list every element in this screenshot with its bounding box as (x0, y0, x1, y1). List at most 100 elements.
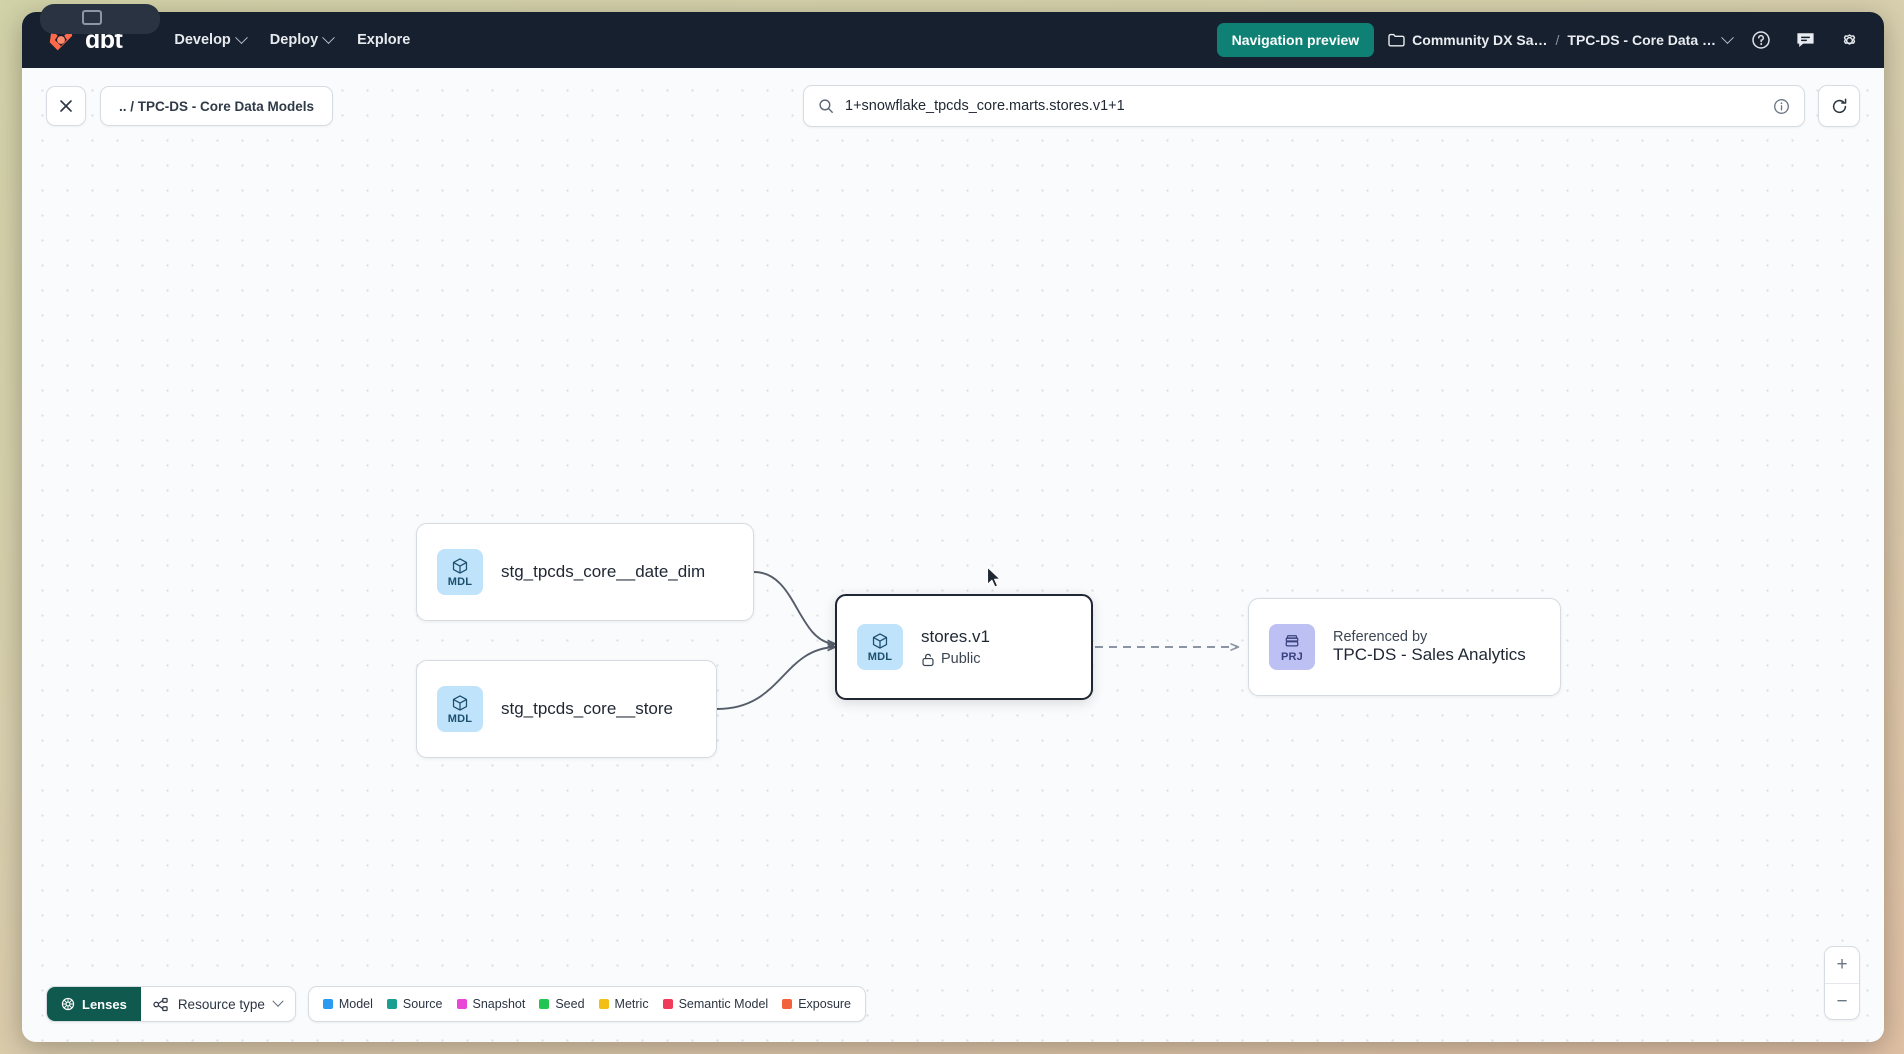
edge-store-to-stores (716, 647, 835, 710)
graph-node-stg-tpcds-core-date-dim[interactable]: MDL stg_tpcds_core__date_dim (416, 523, 754, 621)
window-tab-nub[interactable] (40, 4, 160, 34)
unlock-icon (922, 653, 934, 666)
lineage-bottom-toolbar: Lenses Resource type Model (46, 986, 867, 1022)
node-access: Public (921, 651, 990, 667)
nav-item-explore-label: Explore (357, 32, 411, 48)
folder-icon (1388, 33, 1405, 47)
node-eyebrow: Referenced by (1333, 629, 1428, 645)
node-badge-label: MDL (867, 650, 893, 663)
lineage-search-box[interactable] (803, 85, 1805, 127)
search-cluster (803, 85, 1860, 127)
node-badge-label: PRJ (1281, 650, 1303, 663)
lenses-button[interactable]: Lenses (47, 987, 141, 1021)
resource-type-legend: Model Source Snapshot Seed Metric (307, 986, 867, 1022)
lineage-edges (716, 571, 1884, 710)
nav-item-develop[interactable]: Develop (162, 25, 257, 55)
cube-icon (452, 694, 468, 711)
window-tab-icon (82, 10, 102, 25)
help-circle-icon[interactable] (1746, 25, 1776, 55)
breadcrumb-project[interactable]: TPC-DS - Core Data … (1567, 30, 1734, 48)
navigation-preview-button[interactable]: Navigation preview (1216, 23, 1375, 57)
legend-label: Source (402, 997, 443, 1011)
graph-node-stg-tpcds-core-store[interactable]: MDL stg_tpcds_core__store (416, 660, 717, 758)
node-badge-project: PRJ (1269, 624, 1315, 670)
graph-node-tpcds-sales-analytics[interactable]: PRJ Referenced by TPC-DS - Sales Analyti… (1248, 598, 1561, 696)
node-badge-label: MDL (447, 575, 473, 588)
legend-swatch-model (322, 999, 333, 1009)
zoom-out-button[interactable]: − (1825, 983, 1859, 1019)
cube-icon (872, 632, 888, 649)
node-badge-model: MDL (437, 549, 483, 595)
breadcrumb: Community DX Sa… / TPC-DS - Core Data … (1388, 30, 1734, 48)
legend-label: Semantic Model (678, 997, 769, 1011)
legend-swatch-seed (539, 999, 550, 1009)
refresh-icon (1832, 98, 1846, 113)
mouse-cursor (986, 566, 1001, 588)
nav-item-deploy[interactable]: Deploy (258, 25, 345, 55)
close-graph-button[interactable] (46, 86, 86, 126)
project-stack-icon (1285, 634, 1299, 646)
refresh-graph-button[interactable] (1818, 85, 1860, 127)
search-input[interactable] (845, 98, 1773, 114)
node-body: stg_tpcds_core__date_dim (501, 562, 705, 582)
node-title: stg_tpcds_core__store (501, 699, 673, 718)
lineage-toolbar: .. / TPC-DS - Core Data Models (22, 68, 1884, 144)
node-body: stg_tpcds_core__store (501, 699, 673, 719)
node-title: TPC-DS - Sales Analytics (1333, 645, 1526, 664)
cube-icon (452, 557, 468, 574)
top-navigation-bar: dbt Develop Deploy Explore Navigation pr… (22, 12, 1884, 68)
legend-swatch-snapshot (456, 999, 467, 1009)
zoom-in-button[interactable]: + (1836, 954, 1848, 975)
feedback-icon[interactable] (1790, 25, 1820, 55)
top-nav-right-cluster: Navigation preview Community DX Sa… / TP… (1216, 23, 1864, 57)
chevron-down-icon (1721, 30, 1734, 44)
resource-type-dropdown[interactable]: Resource type (141, 987, 295, 1021)
node-title: stg_tpcds_core__date_dim (501, 562, 706, 581)
legend-swatch-source (386, 999, 397, 1009)
node-badge-model: MDL (437, 686, 483, 732)
legend-item-model: Model (322, 997, 373, 1011)
info-circle-icon[interactable] (1773, 98, 1790, 115)
legend-swatch-exposure (782, 999, 793, 1009)
node-access-label: Public (941, 651, 981, 667)
breadcrumb-separator: / (1555, 32, 1560, 48)
lens-icon (61, 997, 75, 1011)
node-body: stores.v1 Public (921, 627, 990, 667)
graph-node-stores-v1[interactable]: MDL stores.v1 Public (835, 594, 1093, 700)
legend-label: Seed (555, 997, 585, 1011)
legend-item-snapshot: Snapshot (456, 997, 526, 1011)
gear-icon[interactable] (1834, 25, 1864, 55)
legend-label: Exposure (798, 997, 852, 1011)
legend-item-seed: Seed (539, 997, 585, 1011)
browser-window: dbt Develop Deploy Explore Navigation pr… (22, 12, 1884, 1042)
legend-label: Model (338, 997, 373, 1011)
lenses-button-label: Lenses (82, 996, 127, 1012)
lenses-control-group: Lenses Resource type (46, 986, 296, 1022)
legend-item-semantic-model: Semantic Model (662, 997, 769, 1011)
nav-item-deploy-label: Deploy (269, 32, 319, 48)
legend-label: Snapshot (472, 997, 526, 1011)
legend-item-metric: Metric (598, 997, 649, 1011)
resource-type-label: Resource type (177, 996, 265, 1012)
breadcrumb-account[interactable]: Community DX Sa… (1388, 32, 1548, 48)
edge-date-dim-to-stores (753, 571, 835, 644)
legend-swatch-semantic-model (662, 999, 673, 1009)
nav-item-develop-label: Develop (174, 32, 231, 48)
zoom-controls: + − (1824, 946, 1860, 1020)
legend-item-exposure: Exposure (782, 997, 851, 1011)
chevron-down-icon (322, 30, 336, 44)
close-icon (60, 100, 72, 112)
legend-swatch-metric (598, 999, 609, 1009)
nodes-icon (153, 997, 168, 1011)
legend-label: Metric (614, 997, 649, 1011)
nav-item-explore[interactable]: Explore (345, 25, 422, 55)
node-badge-label: MDL (447, 712, 473, 725)
chevron-down-icon (272, 995, 284, 1007)
breadcrumb-account-label: Community DX Sa… (1412, 32, 1548, 48)
graph-breadcrumb-chip[interactable]: .. / TPC-DS - Core Data Models (100, 86, 334, 126)
lineage-graph-canvas[interactable]: .. / TPC-DS - Core Data Models (22, 68, 1884, 1042)
legend-item-source: Source (386, 997, 443, 1011)
search-icon (819, 99, 833, 113)
chevron-down-icon (234, 30, 248, 44)
node-title: stores.v1 (921, 627, 990, 646)
